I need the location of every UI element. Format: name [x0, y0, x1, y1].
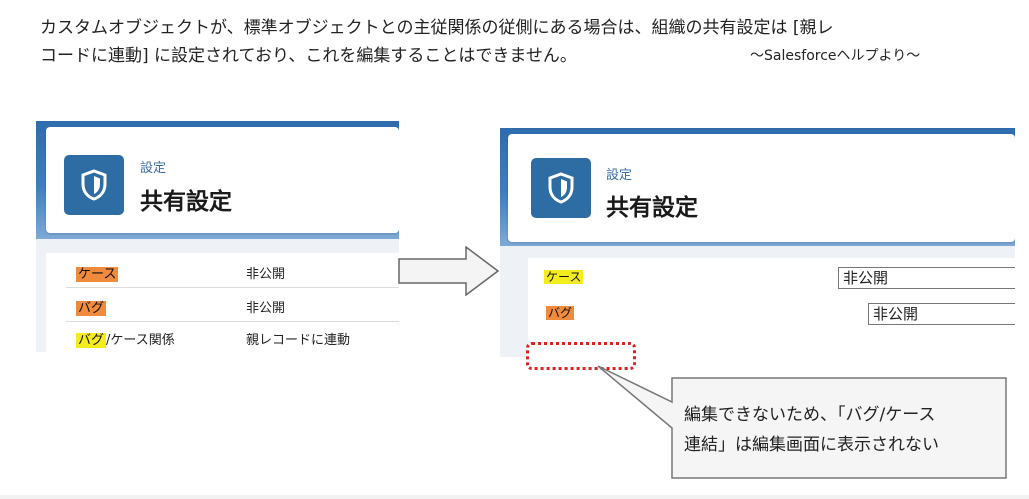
page-title: 共有設定 — [606, 195, 698, 221]
left-screenshot: 設定 共有設定 ケース 非公開 バグ 非公開 バグ/ケース関係 親レコードに連動 — [36, 121, 399, 352]
header-card: 設定 共有設定 — [46, 127, 399, 233]
object-name-highlight: バグ — [76, 333, 107, 348]
right-screenshot: 設定 共有設定 ケース 非公開 バグ 非公開 — [500, 128, 1015, 357]
object-name: ケース — [76, 267, 119, 282]
field-label-bug: バグ — [546, 306, 575, 320]
caption-line-1: カスタムオブジェクトが、標準オブジェクトとの主従関係の従側にある場合は、組織の共… — [40, 18, 834, 38]
caption-source: ～Salesforceヘルプより～ — [750, 48, 921, 64]
field-label-case: ケース — [544, 270, 584, 284]
right-arrow-icon — [398, 246, 500, 296]
setup-kicker: 設定 — [606, 168, 633, 183]
caption-line-2: コードに連動] に設定されており、これを編集することはできません。 — [40, 46, 577, 66]
object-name-rest: /ケース関係 — [106, 333, 175, 348]
header-card: 設定 共有設定 — [508, 134, 1015, 242]
page-title: 共有設定 — [140, 189, 232, 215]
missing-row-marker — [526, 342, 636, 370]
table-row: ケース 非公開 — [66, 255, 399, 288]
bug-access-select[interactable]: 非公開 — [868, 303, 1015, 325]
shield-icon — [81, 169, 107, 201]
divider — [0, 495, 1029, 499]
caption: カスタムオブジェクトが、標準オブジェクトとの主従関係の従側にある場合は、組織の共… — [40, 14, 1020, 70]
callout-line-2: 連結」は編集画面に表示されない — [684, 435, 939, 455]
table-row: バグ/ケース関係 親レコードに連動 — [66, 321, 399, 352]
case-access-select[interactable]: 非公開 — [838, 267, 1015, 289]
callout-line-1: 編集できないため、「バグ/ケース — [684, 405, 936, 425]
callout-box — [597, 365, 1007, 479]
setup-kicker: 設定 — [140, 161, 167, 176]
access-value: 非公開 — [246, 301, 286, 316]
setup-tile — [531, 158, 591, 218]
setup-tile — [64, 155, 124, 215]
shield-icon — [548, 172, 574, 204]
access-value: 非公開 — [246, 267, 286, 282]
callout-text: 編集できないため、「バグ/ケース 連結」は編集画面に表示されない — [684, 400, 1004, 460]
object-name: バグ — [76, 301, 107, 316]
access-value: 親レコードに連動 — [246, 333, 351, 348]
table-row: バグ 非公開 — [66, 289, 399, 322]
